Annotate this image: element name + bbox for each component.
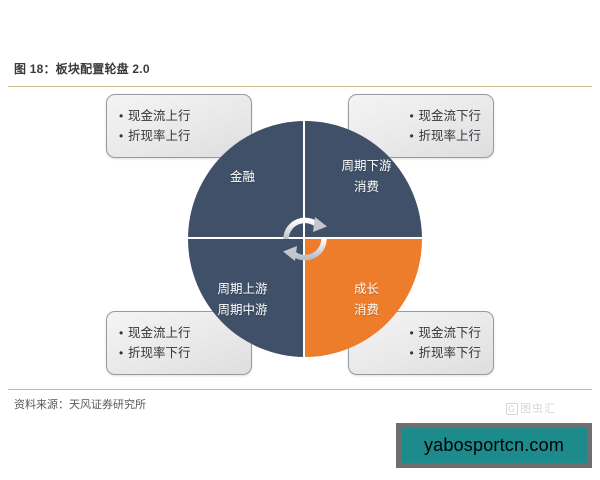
wheel-quadrant-top-left-line-1: 金融 xyxy=(229,169,255,184)
promo-banner: yabosportcn.com xyxy=(396,423,592,468)
callout-top-left: 现金流上行 折现率上行 xyxy=(106,94,252,158)
title-divider-line xyxy=(8,86,592,87)
wheel-quadrant-top-left: 金融 xyxy=(188,121,305,239)
callout-top-left-line-2: 折现率上行 xyxy=(119,126,191,146)
wheel-quadrant-bottom-left-line-1: 周期上游 xyxy=(217,282,268,297)
callout-top-right-line-2: 折现率上行 xyxy=(409,126,481,146)
watermark-logo-mark: G xyxy=(506,403,519,415)
promo-banner-text: yabosportcn.com xyxy=(401,428,587,463)
callout-bottom-right-line-1: 现金流下行 xyxy=(409,323,481,343)
wheel-quadrant-top-right: 周期下游 消费 xyxy=(305,121,422,239)
callout-bottom-left-line-1: 现金流上行 xyxy=(119,323,191,343)
wheel-quadrant-bottom-right-line-1: 成长 xyxy=(353,282,379,297)
watermark-logo-text: 图虫汇 xyxy=(520,403,557,415)
page-title: 图 18：板块配置轮盘 2.0 xyxy=(14,62,150,76)
callout-top-left-line-1: 现金流上行 xyxy=(119,106,191,126)
wheel-quadrant-bottom-right-line-2: 消费 xyxy=(353,303,379,317)
wheel-quadrant-top-right-line-2: 消费 xyxy=(353,180,379,194)
callout-bottom-right-line-2: 折现率下行 xyxy=(409,343,481,363)
wheel-quadrant-bottom-left: 周期上游 周期中游 xyxy=(188,239,305,357)
callout-top-right-line-1: 现金流下行 xyxy=(409,106,481,126)
allocation-wheel: 金融 周期下游 消费 周期上游 周期中游 成长 消费 xyxy=(188,121,422,357)
footer-divider-line xyxy=(8,389,592,390)
wheel-quadrant-top-right-line-1: 周期下游 xyxy=(341,159,392,174)
wheel-quadrant-bottom-right: 成长 消费 xyxy=(305,239,422,357)
wheel-quadrant-bottom-left-line-2: 周期中游 xyxy=(217,303,268,317)
source-note: 资料来源：天风证券研究所 xyxy=(14,399,146,411)
callout-bottom-left-line-2: 折现率下行 xyxy=(119,343,191,363)
